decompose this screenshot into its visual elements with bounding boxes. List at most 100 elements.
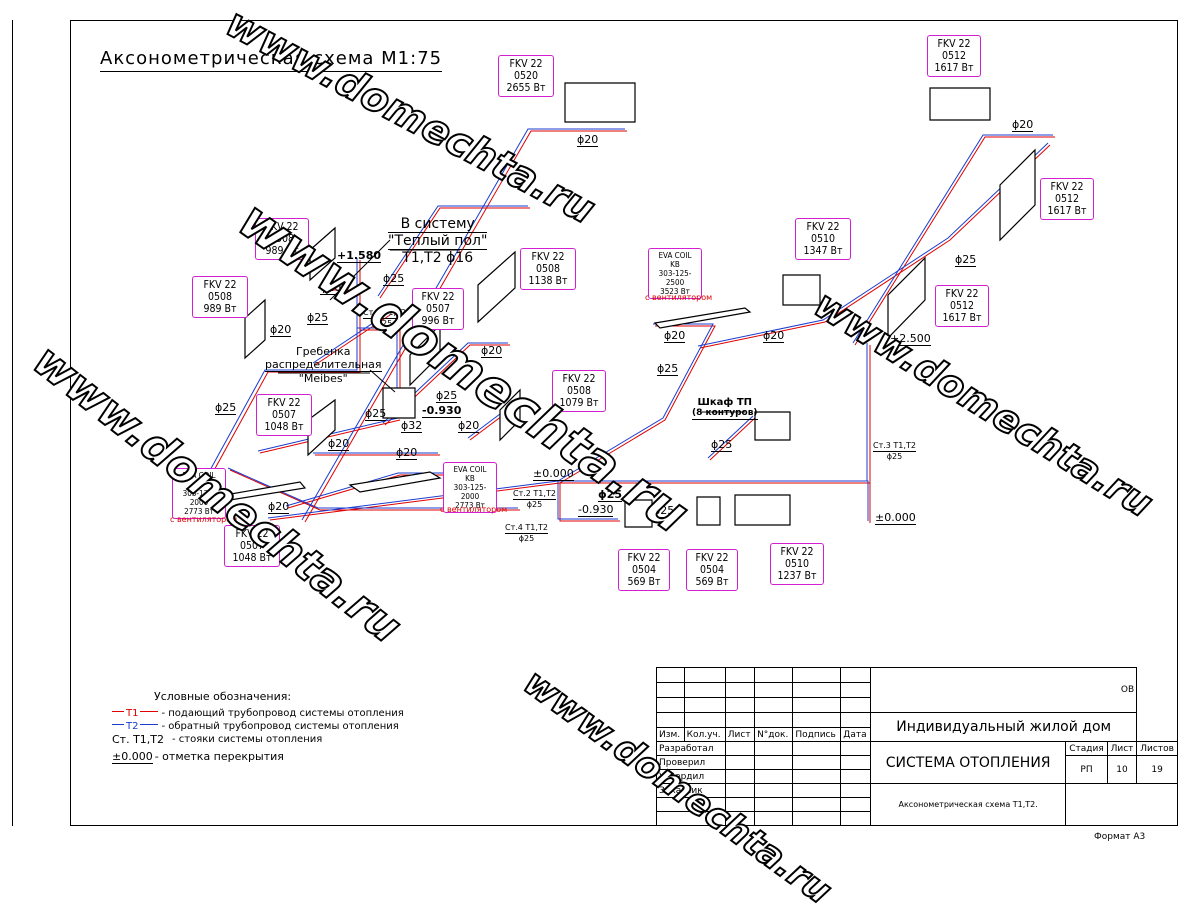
pipe-label: ϕ20 [481,344,503,358]
frame-left-edge [12,20,13,826]
format-label: Формат А3 [1094,832,1146,842]
pipe-label: ϕ20 [396,446,418,460]
elevation-mark: -0.930 [422,404,462,418]
pipe-label: ϕ20 [458,419,480,433]
legend-row-t1: Т1 - подающий трубопровод системы отопле… [112,707,404,720]
radiator-shape-r14 [696,496,721,526]
convector-note-e3: с вентилятором [170,515,238,524]
drawing-name: Аксонометрическая схема Т1,Т2. [898,800,1038,810]
pipe-label: ϕ20 [320,281,342,295]
manifold-shape [382,387,416,419]
pipe-label: ϕ20 [268,500,290,514]
stage-header: Стадия [1065,741,1108,757]
pipe-label: ϕ25 [711,438,733,452]
stamp-col: Дата [840,727,872,743]
pipe-t2 [202,128,1053,521]
legend-row-riser: Ст. Т1,Т2 - стояки системы отопления [112,733,323,746]
radiator-shape-r1 [564,82,636,123]
convector-note-e2: с вентилятором [440,505,508,514]
convector-shape-e1 [653,307,752,329]
elevation-mark: +1.580 [337,249,382,263]
pipe-label: ϕ32 [401,419,423,433]
sheet-value: 10 [1106,755,1138,785]
manifold-label: Гребенка распределительная "Meibes" [265,345,382,385]
radiator-shape-r3 [999,148,1036,242]
cabinet-label: Шкаф ТП (8 контуров) [692,397,758,420]
stamp-col: Подпись [792,727,842,743]
pipe-label: ϕ25 [598,488,623,502]
radiator-shape-r4 [887,256,926,340]
cabinet-shape [754,411,791,441]
sheet-header: Лист [1106,741,1138,757]
stamp-role: Проверил [656,755,726,771]
stamp-col: Лист [724,727,756,743]
title-block: ОВ Индивидуальный жилой дом Изм. Кол.уч.… [656,666,1178,826]
convector-shape-e2 [348,471,442,493]
stamp-col: Изм. [656,727,685,743]
radiator-shape-r8 [477,250,516,324]
stamp-role: Заказчик [656,783,726,799]
pipe-label: ϕ25 [383,272,405,286]
stamp-role: Разработал [656,741,726,757]
legend-row-mark: ±0.000 - отметка перекрытия [112,749,284,764]
sheets-value: 19 [1136,755,1178,785]
section-name: СИСТЕМА ОТОПЛЕНИЯ [885,754,1051,771]
pipe-label: ϕ25 [307,311,329,325]
legend: Условные обозначения: Т1 - подающий труб… [112,690,404,764]
stamp-col: N°док. [754,727,794,743]
legend-row-t2: Т2 - обратный трубопровод системы отопле… [112,720,404,733]
project-name: Индивидуальный жилой дом [896,719,1112,736]
radiator-shape-r13 [624,499,653,528]
pipe-label: ϕ25 [653,504,675,518]
radiator-shape-r9 [782,274,821,306]
pipe-label: ϕ20 [763,329,785,343]
elevation-mark: ±0.000 [875,511,916,525]
pipe-label: ϕ20 [577,133,599,147]
pipe-label: ϕ25 [436,389,458,403]
pipe-label: ϕ25 [955,253,977,267]
radiator-shape-r7 [409,323,441,387]
legend-title: Условные обозначения: [154,690,292,703]
pipe-t1 [205,130,1055,523]
elevation-mark: ±0.000 [533,467,574,481]
pipe-label: ϕ20 [664,329,686,343]
drawing-frame [70,20,1178,826]
radiator-shape-r2 [929,87,991,121]
sheet-code: ОВ [1120,685,1135,696]
radiator-shape-r6 [309,226,336,282]
drawing-title: Аксонометрическая схема М1:75 [100,48,443,72]
sheets-header: Листов [1136,741,1178,757]
stamp-col: Кол.уч. [683,727,726,743]
radiator-shape-r10 [307,398,336,457]
stamp-role: Утвердил [656,769,726,785]
pipe-label: ϕ25 [657,362,679,376]
pipe-label: ϕ20 [1012,118,1034,132]
pipe-label: ϕ25 [365,407,387,421]
elevation-mark: +2.500 [890,332,931,346]
pipe-label: ϕ25 [215,401,237,415]
radiator-shape-r11 [499,388,521,442]
pipe-label: ϕ20 [270,323,292,337]
pipe-label: ϕ20 [328,437,350,451]
convector-shape-e3 [223,481,307,501]
floor-heating-label: В систему "Теплый пол" Т1,Т2 ϕ16 [388,216,488,266]
stage-value: РП [1065,755,1108,785]
